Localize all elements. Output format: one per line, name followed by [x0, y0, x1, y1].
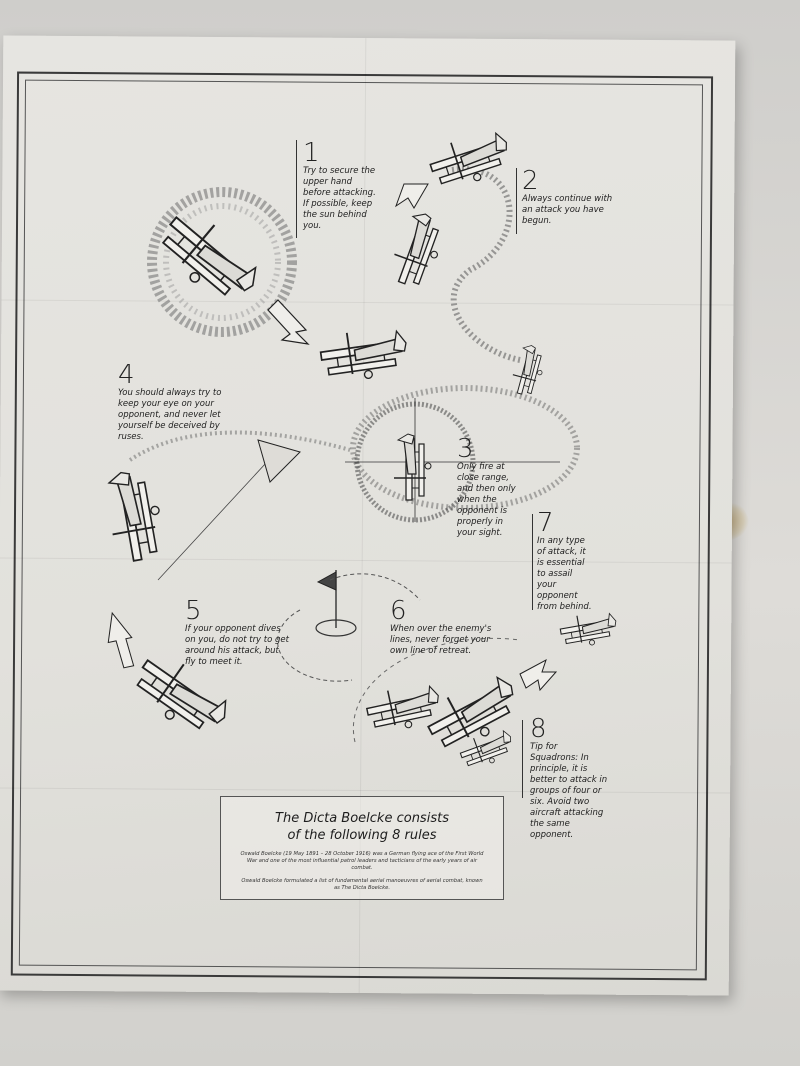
rule-6: 6 When over the enemy's lines, never for…: [390, 598, 500, 657]
rule-text: Try to secure the upper hand before atta…: [303, 166, 376, 232]
rule-text: Tip for Squadrons: In principle, it is b…: [530, 742, 608, 841]
rule-1: 1 Try to secure the upper hand before at…: [303, 140, 413, 232]
rule-text: If your opponent dives on you, do not tr…: [185, 624, 289, 668]
sight-line: [157, 449, 279, 581]
rule-3: 3 Only fire at close range, and then onl…: [457, 436, 537, 539]
flag-icon: [277, 570, 421, 682]
rule-divider: [516, 168, 517, 234]
rule-4: 4 You should always try to keep your eye…: [118, 362, 258, 443]
caption-body-2: Oswald Boelcke formulated a list of fund…: [241, 877, 483, 891]
rule-5: 5 If your opponent dives on you, do not …: [185, 598, 315, 668]
plane-center: [317, 323, 412, 386]
rule-text: Always continue with an attack you have …: [522, 194, 613, 227]
rule-number: 3: [457, 434, 475, 464]
rule-7: 7 In any type of attack, it is essential…: [537, 510, 609, 613]
rule-number: 2: [522, 166, 540, 196]
rule-number: 4: [118, 360, 136, 390]
rule-number: 6: [390, 596, 408, 626]
plane-rule-4: [101, 466, 168, 565]
flight-path: [352, 637, 521, 743]
sun-disc: [147, 187, 297, 337]
rule-text: In any type of attack, it is essential t…: [537, 536, 592, 613]
plane-rule-7: [557, 608, 620, 651]
caption-body: Oswald Boelcke (19 May 1891 – 28 October…: [240, 850, 484, 871]
arrow-up-icon: [107, 611, 135, 669]
caption-title: The Dicta Boelcke consists of the follow…: [275, 811, 449, 843]
loop-path: [450, 166, 521, 363]
rule-divider: [296, 140, 297, 238]
plane-rule-8b: [419, 667, 528, 759]
rule-text: When over the enemy's lines, never forge…: [390, 624, 492, 657]
caption-box: The Dicta Boelcke consists of the follow…: [220, 796, 504, 900]
plane-rule-4-distant: [257, 439, 301, 483]
flight-path: [128, 430, 351, 462]
rule-2: 2 Always continue with an attack you hav…: [522, 168, 642, 227]
arrow-icon: [519, 658, 558, 692]
plane-rule-3: [393, 433, 432, 501]
rule-8: 8 Tip for Squadrons: In principle, it is…: [530, 716, 620, 841]
arrow-icon: [267, 299, 310, 345]
rule-divider: [522, 720, 523, 798]
rule-number: 7: [537, 508, 555, 538]
plane-rule-2c: [508, 342, 549, 399]
rule-number: 8: [530, 714, 548, 744]
rule-divider: [532, 514, 533, 610]
rule-text: Only fire at close range, and then only …: [457, 462, 516, 539]
plane-rule-2: [424, 125, 516, 194]
arrow-icon: [395, 183, 429, 209]
rule-number: 5: [185, 596, 203, 626]
rule-number: 1: [303, 138, 321, 168]
rule-text: You should always try to keep your eye o…: [118, 388, 222, 443]
